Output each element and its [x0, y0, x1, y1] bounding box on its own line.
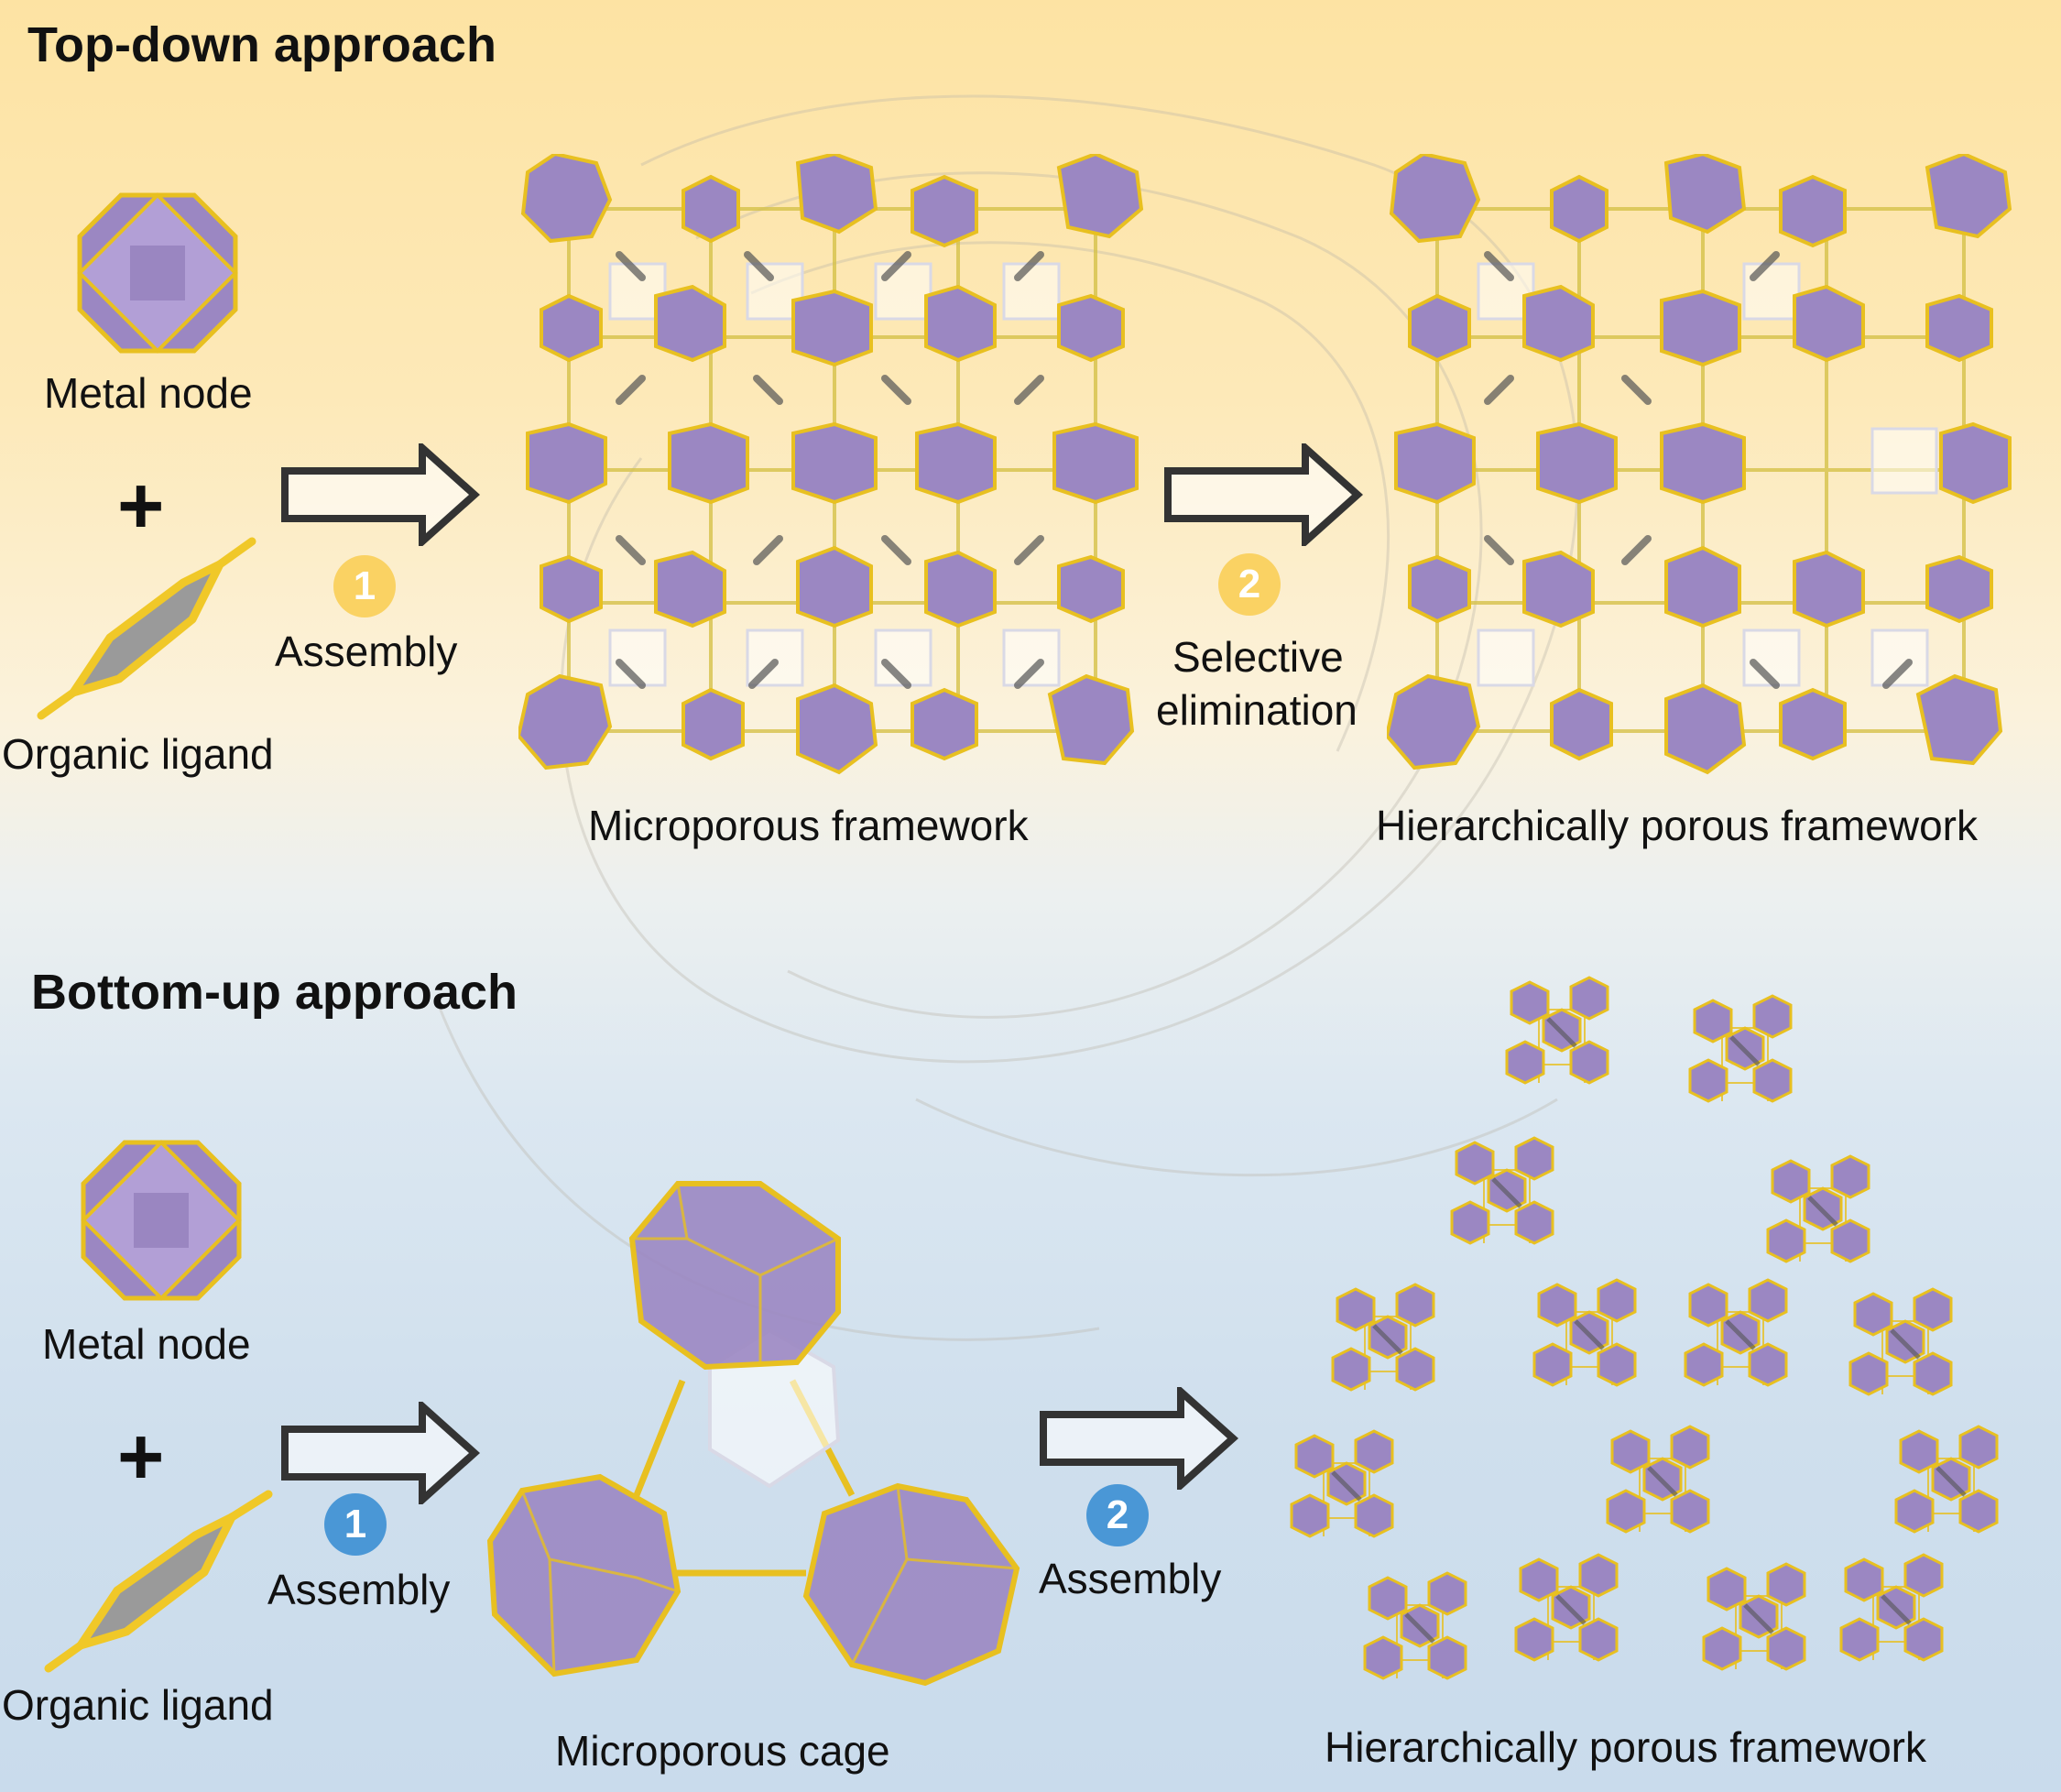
top-step1-label: Assembly: [275, 628, 458, 675]
bottom-section-title: Bottom-up approach: [31, 965, 518, 1020]
bottom-step1-badge: 1: [324, 1493, 387, 1556]
bottom-step2-badge: 2: [1086, 1484, 1149, 1546]
top-organic-ligand-label: Organic ligand: [2, 730, 274, 778]
top-section-title: Top-down approach: [27, 17, 496, 72]
top-hierarchically-porous-framework-label: Hierarchically porous framework: [1376, 802, 1978, 849]
bottom-metal-node-icon: [81, 1140, 242, 1301]
bottom-microporous-cage-label: Microporous cage: [555, 1727, 890, 1775]
bottom-assembly-arrow-1: [281, 1402, 480, 1504]
top-step1-badge: 1: [333, 555, 396, 617]
top-step2-label-line1: Selective: [1172, 633, 1344, 681]
top-selective-elimination-arrow: [1164, 443, 1363, 546]
bottom-microporous-cage-image: [486, 1181, 1020, 1687]
top-microporous-framework-label: Microporous framework: [588, 802, 1029, 849]
bottom-hierarchically-porous-framework-label: Hierarchically porous framework: [1325, 1723, 1926, 1771]
bottom-plus-sign: +: [117, 1411, 165, 1502]
top-hierarchically-porous-framework-image: [1387, 154, 2012, 775]
bottom-hierarchically-porous-framework-image: [1282, 973, 2015, 1697]
top-plus-sign: +: [117, 460, 165, 551]
bottom-organic-ligand-icon: [44, 1490, 273, 1673]
top-step2-badge: 2: [1218, 553, 1281, 616]
top-metal-node-icon: [77, 192, 238, 354]
top-microporous-framework-image: [518, 154, 1144, 775]
top-assembly-arrow: [281, 443, 480, 546]
bottom-organic-ligand-label: Organic ligand: [2, 1681, 274, 1729]
top-step2-label-line2: elimination: [1156, 686, 1358, 734]
bottom-step2-label: Assembly: [1039, 1555, 1222, 1602]
bottom-assembly-arrow-2: [1040, 1387, 1238, 1490]
bottom-step1-label: Assembly: [267, 1566, 451, 1613]
top-organic-ligand-icon: [37, 537, 256, 720]
top-metal-node-label: Metal node: [44, 369, 253, 417]
bottom-metal-node-label: Metal node: [42, 1320, 251, 1368]
